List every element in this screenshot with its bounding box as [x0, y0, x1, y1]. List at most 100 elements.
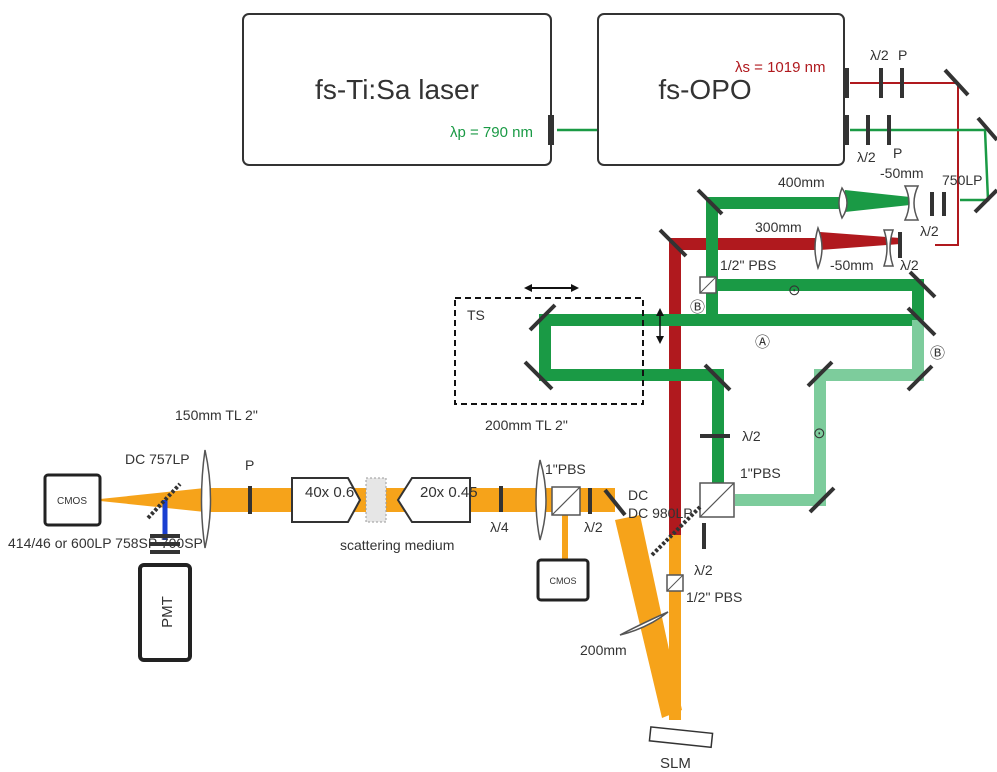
- pol-dot-top: ⊙: [788, 282, 801, 299]
- pol-pump-top: [887, 115, 891, 145]
- filter-1: [150, 534, 180, 538]
- beam-b-right-label: Ⓑ: [930, 345, 945, 362]
- hwp-750-label: λ/2: [920, 223, 939, 239]
- opo-pump-port: [843, 115, 849, 145]
- dc-980-mirror: [650, 505, 702, 557]
- filters-label: 414/46 or 600LP 758SP 700SP: [8, 535, 203, 551]
- tube-lens-200mm-label: 200mm TL 2": [485, 417, 568, 433]
- signal-focus-cone: [820, 232, 900, 250]
- dc-757-mirror: [146, 482, 182, 520]
- translation-stage-label: TS: [467, 307, 485, 323]
- slm-device: [648, 726, 714, 749]
- hwp-signal-top-label: λ/2: [870, 47, 889, 63]
- tube-lens-150mm-label: 150mm TL 2": [175, 407, 258, 423]
- cmos-left-box: [43, 473, 102, 527]
- mirror-b-bottom: [808, 486, 836, 514]
- pbs-half-top-label: 1/2" PBS: [720, 257, 776, 273]
- hwp-dc980: [702, 523, 706, 549]
- filter-750lp-label: 750LP: [942, 172, 982, 188]
- hwp-pump-top-label: λ/2: [857, 149, 876, 165]
- lens-200mm-slm: [619, 611, 669, 636]
- dc-757-label: DC 757LP: [125, 451, 190, 467]
- hwp-green-down: [700, 434, 730, 438]
- filter-3: [150, 550, 180, 554]
- pol-signal-top: [900, 68, 904, 98]
- beam-b-left-label: Ⓑ: [690, 299, 705, 316]
- pmt-label: PMT: [159, 596, 176, 628]
- pump-beam-thin: [850, 128, 990, 202]
- signal-wavelength-label: λs = 1019 nm: [735, 59, 825, 76]
- mirror-b-right: [906, 364, 934, 392]
- lens-neg50-top-label: -50mm: [880, 165, 924, 181]
- lens-neg50-bottom: [882, 229, 895, 267]
- objective-40x: [291, 477, 362, 523]
- pol-signal-top-label: P: [898, 47, 907, 63]
- pol-dot-right: ⊙: [813, 425, 826, 442]
- orange-beam-to-slm: [615, 515, 682, 718]
- laser-output-port: [548, 115, 554, 145]
- mirror-pump-corner-2: [973, 188, 997, 214]
- filter-750lp-a: [930, 192, 934, 216]
- beam-a-label: Ⓐ: [755, 334, 770, 351]
- tube-lens-200mm: [535, 459, 547, 541]
- pbs-1inch-left-label: 1"PBS: [545, 461, 586, 477]
- pbs-1inch-right-label: 1"PBS: [740, 465, 781, 481]
- mirror-ts-top: [528, 303, 557, 332]
- objective-20x: [396, 477, 471, 523]
- filter-750lp-b: [942, 192, 946, 216]
- mirror-signal-corner: [943, 68, 970, 97]
- hwp-dc980-label: λ/2: [694, 562, 713, 578]
- lens-neg50-bottom-label: -50mm: [830, 257, 874, 273]
- lens-400mm: [838, 186, 848, 220]
- orange-beam-main: [100, 488, 205, 512]
- hwp-near-pbs-label: λ/2: [584, 519, 603, 535]
- hwp-pump-top: [866, 115, 870, 145]
- ti-sa-laser-label: fs-Ti:Sa laser: [315, 74, 479, 105]
- hwp-signal-top: [879, 68, 883, 98]
- cmos-bottom-label: CMOS: [550, 576, 577, 586]
- lens-200mm-slm-label: 200mm: [580, 642, 627, 658]
- hwp-signal-mid: [898, 232, 902, 258]
- pol-pump-top-label: P: [893, 145, 902, 161]
- pump-focus-cone: [845, 190, 910, 212]
- pbs-half-bottom-label: 1/2" PBS: [686, 589, 742, 605]
- qwp: [499, 486, 503, 512]
- hwp-near-pbs: [588, 488, 592, 514]
- objective-20x-label: 20x 0.45: [420, 484, 478, 501]
- lens-300mm: [814, 225, 823, 271]
- mirror-b-left: [806, 360, 834, 388]
- objective-40x-label: 40x 0.6: [305, 484, 354, 501]
- filter-2: [150, 542, 180, 546]
- mirror-pbs-right: [908, 270, 937, 299]
- mirror-near-pbs: [603, 488, 627, 517]
- mirror-signal-turn: [658, 228, 688, 258]
- scattering-medium-label: scattering medium: [340, 537, 454, 553]
- dc-980-label-a: DC: [628, 487, 648, 503]
- mirror-pump-corner: [976, 116, 997, 142]
- polarizer-left: [248, 486, 252, 514]
- pmt-box: [138, 563, 192, 662]
- mirror-pump-turn: [696, 188, 724, 216]
- tube-lens-150mm: [200, 449, 212, 549]
- cmos-bottom-box: [536, 558, 590, 602]
- hwp-signal-mid-label: λ/2: [900, 257, 919, 273]
- scattering-medium: [365, 477, 387, 523]
- dc-980-label: DC 980LP: [628, 505, 693, 521]
- translation-stage-box: [454, 297, 644, 405]
- opo-label: fs-OPO: [658, 74, 751, 105]
- mirror-a-right: [906, 306, 937, 337]
- lens-400mm-label: 400mm: [778, 174, 825, 190]
- hwp-green-down-label: λ/2: [742, 428, 761, 444]
- polarizer-left-label: P: [245, 457, 254, 473]
- mirror-green-down: [703, 363, 732, 392]
- lens-neg50-top: [903, 185, 920, 221]
- mirror-ts-bottom: [523, 360, 554, 391]
- ti-sa-laser-box: [242, 13, 552, 166]
- cmos-left-label: CMOS: [57, 496, 87, 507]
- opo-signal-port: [843, 68, 849, 98]
- slm-label: SLM: [660, 755, 691, 772]
- pump-wavelength-label: λp = 790 nm: [450, 124, 533, 141]
- qwp-label: λ/4: [490, 519, 509, 535]
- lens-300mm-label: 300mm: [755, 219, 802, 235]
